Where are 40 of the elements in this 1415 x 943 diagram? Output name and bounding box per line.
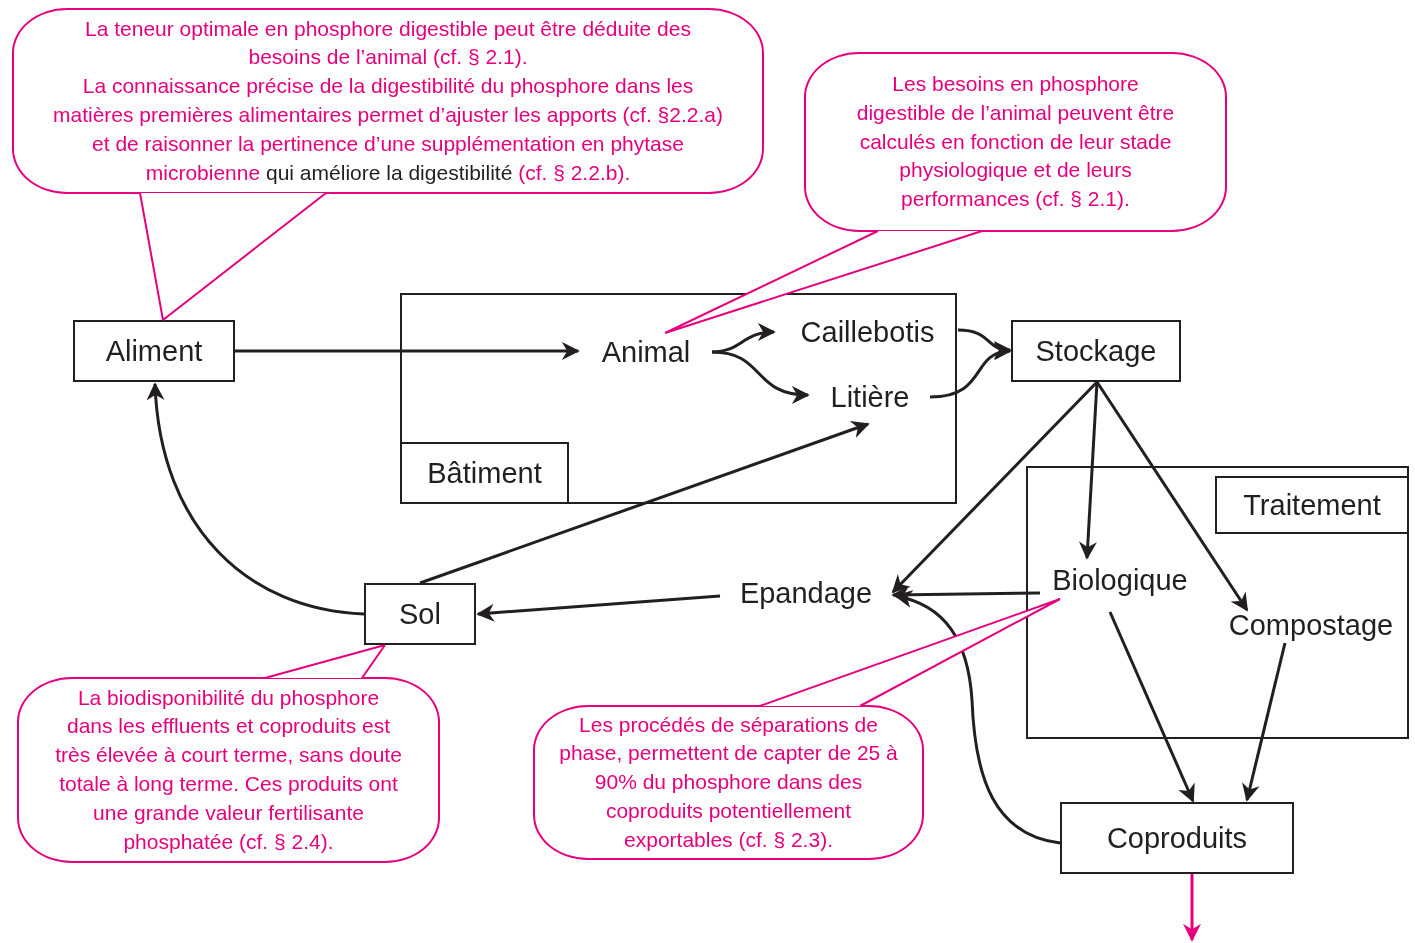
process-box: Coproduits [1060, 802, 1294, 874]
arrow [1108, 611, 1195, 803]
callout-pointer [759, 598, 1061, 707]
arrow [419, 420, 870, 585]
arrow [1095, 381, 1249, 612]
callout-text: Les procédés de séparations de phase, permettent de capter de 25 à 90% du phosphore dans des coproduits potentiellement exportables (cf. § 2.3). [558, 711, 899, 853]
arrow [891, 380, 1099, 594]
stage-label: Biologique [1042, 560, 1198, 600]
arrow [711, 323, 776, 354]
stage-label: Litière [815, 377, 925, 417]
arrow [957, 328, 1012, 358]
callout-text: Les besoins en phosphore digestible de l’animal peuvent être calculés en fonction de leur stade physiologique et de leurs performances (cf. § 2.1). [856, 71, 1175, 213]
callout-pointer [664, 230, 983, 334]
arrow [1183, 874, 1201, 942]
stage-label: Caillebotis [785, 312, 950, 352]
arrow [1078, 381, 1099, 560]
arrow [894, 591, 1061, 845]
arrow [891, 585, 1041, 604]
callout-pointer [139, 192, 327, 321]
arrow [1242, 642, 1287, 802]
process-box: Aliment [73, 320, 235, 382]
callout-pointer [264, 644, 386, 679]
callout-text: La connaissance précise de la digestibilité du phosphore dans les matières premières alimentaires permet d’ajuster les apports (cf. §2.2.a) et de raisonner la pertinence d’une supplémentation en phytase microbienne qui améliore la digestibilité (cf. § 2.2.b). [52, 73, 724, 186]
stage-label: Epandage [722, 573, 890, 613]
area-frame [400, 293, 957, 504]
callout-text: La teneur optimale en phosphore digestible peut être déduite des besoins de l’animal (cf. § 2.1). [84, 15, 692, 71]
stage-label: Compostage [1218, 605, 1404, 645]
callout-text: La biodisponibilité du phosphore dans les effluents et coproduits est très élevée à court terme, sans doute totale à long terme. Ces produits ont une grande valeur fertilisante phosphatée (cf. § 2.4). [55, 684, 402, 855]
arrow [147, 382, 365, 616]
process-box: Stockage [1011, 320, 1181, 382]
stage-label: Animal [580, 332, 712, 372]
process-box: Bâtiment [400, 442, 569, 504]
arrow [929, 344, 1012, 399]
arrow [235, 342, 580, 360]
process-box: Traitement [1215, 476, 1409, 534]
callout-bubble [533, 705, 924, 860]
area-frame [1026, 466, 1409, 739]
arrow [711, 350, 810, 403]
arrow [476, 594, 721, 622]
process-box: Sol [364, 583, 476, 645]
